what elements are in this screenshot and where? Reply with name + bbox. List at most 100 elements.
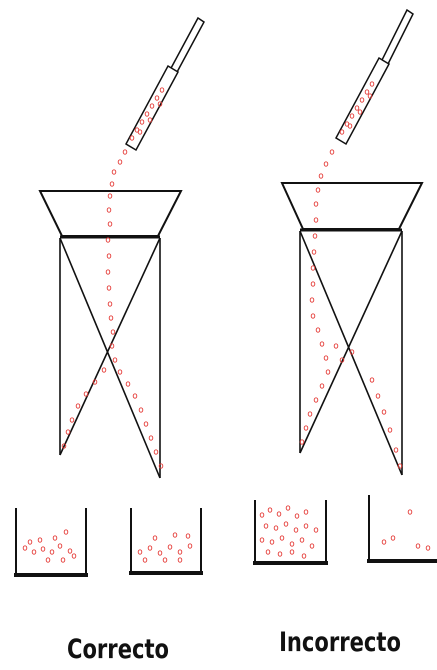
particle <box>266 550 270 554</box>
particle <box>144 422 148 426</box>
particle <box>370 378 374 382</box>
particle <box>426 546 430 550</box>
particle <box>311 266 315 270</box>
particle <box>388 428 392 432</box>
particle <box>260 513 264 517</box>
left-scoop <box>126 18 204 150</box>
particle <box>107 254 111 258</box>
particle <box>264 524 268 528</box>
particle <box>408 510 412 514</box>
particle <box>313 234 317 238</box>
particle <box>70 418 74 422</box>
right-bin-b <box>367 495 437 561</box>
particle <box>110 182 114 186</box>
particle <box>178 558 182 562</box>
particle <box>270 540 274 544</box>
particle <box>320 384 324 388</box>
particle <box>158 551 162 555</box>
particle <box>32 550 36 554</box>
particle <box>138 550 142 554</box>
particle <box>186 534 190 538</box>
particle <box>314 528 318 532</box>
correct-setup <box>14 18 204 575</box>
particle <box>284 522 288 526</box>
particle <box>324 162 328 166</box>
particle <box>41 547 45 551</box>
particle <box>314 398 318 402</box>
particle <box>382 540 386 544</box>
particle <box>102 368 106 372</box>
particle <box>324 356 328 360</box>
particle <box>53 536 57 540</box>
particle <box>290 550 294 554</box>
particle <box>46 558 50 562</box>
particle <box>113 358 117 362</box>
particle <box>139 408 143 412</box>
particle <box>111 330 115 334</box>
particle <box>154 450 158 454</box>
particle <box>274 526 278 530</box>
particle <box>23 546 27 550</box>
particle <box>260 538 264 542</box>
particle <box>109 316 113 320</box>
incorrect-setup <box>253 10 437 563</box>
right-hopper <box>282 183 422 229</box>
particle <box>310 544 314 548</box>
particle <box>310 298 314 302</box>
particle <box>311 282 315 286</box>
particle <box>394 448 398 452</box>
particle <box>28 540 32 544</box>
particle <box>286 506 290 510</box>
particle <box>294 528 298 532</box>
particle <box>300 538 304 542</box>
particle <box>416 544 420 548</box>
particle <box>391 536 395 540</box>
particle <box>148 546 152 550</box>
particle <box>330 150 334 154</box>
particle <box>334 344 338 348</box>
particle <box>50 550 54 554</box>
particle <box>126 382 130 386</box>
particle <box>133 394 137 398</box>
particle <box>76 404 80 408</box>
right-particles <box>260 82 430 558</box>
left-particles <box>23 88 192 562</box>
particle <box>58 544 62 548</box>
particle <box>304 510 308 514</box>
particle <box>66 430 70 434</box>
particle <box>118 370 122 374</box>
particle <box>112 170 116 174</box>
particle <box>38 538 42 542</box>
left-bin-a <box>14 508 88 575</box>
particle <box>188 544 192 548</box>
particle <box>268 508 272 512</box>
particle <box>304 524 308 528</box>
particle <box>173 533 177 537</box>
particle <box>123 150 127 154</box>
particle <box>168 545 172 549</box>
particle <box>304 426 308 430</box>
particle <box>308 412 312 416</box>
right-splitter-frame <box>300 230 402 475</box>
particle <box>68 549 72 553</box>
particle <box>61 558 65 562</box>
particle <box>326 370 330 374</box>
particle <box>64 530 68 534</box>
particle <box>280 536 284 540</box>
particle <box>312 250 316 254</box>
particle <box>278 552 282 556</box>
particle <box>319 174 323 178</box>
particle <box>316 328 320 332</box>
particle <box>118 160 122 164</box>
particle <box>290 542 294 546</box>
particle <box>72 554 76 558</box>
right-scoop <box>336 10 413 144</box>
particle <box>295 514 299 518</box>
particle <box>277 512 281 516</box>
incorrect-label: Incorrecto <box>262 627 418 658</box>
particle <box>382 410 386 414</box>
particle <box>143 558 147 562</box>
particle <box>311 314 315 318</box>
particle <box>163 558 167 562</box>
